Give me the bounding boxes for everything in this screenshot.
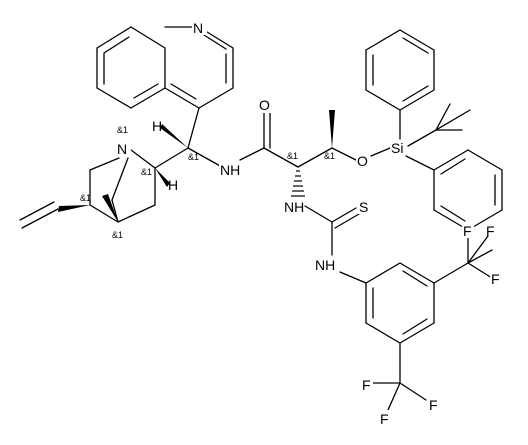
silicon-atom: Si xyxy=(390,139,408,156)
methyl-wedge xyxy=(329,110,335,148)
bridgehead-wedge xyxy=(102,194,118,222)
c4-stereo-label: &1 xyxy=(112,230,123,240)
quinoline-n1: N xyxy=(192,19,207,36)
calpha-stereo-label: &1 xyxy=(287,151,298,161)
svg-text:O: O xyxy=(259,97,270,113)
svg-text:F: F xyxy=(491,271,500,287)
c3-stereo-label: &1 xyxy=(80,193,91,203)
thiourea-nh-lower: NH xyxy=(314,256,338,273)
lower-phenyl-ring xyxy=(433,149,503,231)
svg-text:S: S xyxy=(359,199,368,215)
amide-nh: NH xyxy=(219,160,241,178)
n-stereo-label: &1 xyxy=(117,125,128,135)
vinyl-group xyxy=(19,201,90,229)
calpha-hash-bond xyxy=(291,170,305,197)
svg-text:F: F xyxy=(463,223,472,239)
quinuclidine-n: N xyxy=(116,140,131,157)
svg-text:NH: NH xyxy=(284,199,304,215)
carbonyl-oxygen: O xyxy=(258,97,272,113)
svg-text:NH: NH xyxy=(220,162,240,178)
cf3-group-upper: F F F xyxy=(462,222,502,287)
ether-oxygen: O xyxy=(356,153,370,169)
svg-text:N: N xyxy=(117,141,127,157)
svg-text:F: F xyxy=(362,377,371,393)
cf3-group-lower: F F F xyxy=(361,376,440,427)
c8-hydrogen: H xyxy=(168,177,178,193)
c8-stereo-label: &1 xyxy=(141,167,152,177)
upper-phenyl-ring xyxy=(365,29,435,111)
quinoline-ring xyxy=(96,26,234,109)
svg-text:O: O xyxy=(357,153,368,169)
bis-cf3-phenyl-ring xyxy=(365,262,435,344)
thiocarbonyl-sulfur: S xyxy=(358,198,370,215)
thiourea-nh-upper: NH xyxy=(283,198,305,215)
c9-stereo-label: &1 xyxy=(188,152,199,162)
c8-h-wedge xyxy=(155,168,170,187)
svg-text:F: F xyxy=(486,223,495,239)
svg-text:F: F xyxy=(380,411,389,427)
svg-text:F: F xyxy=(429,397,438,413)
cbeta-stereo-label: &1 xyxy=(324,151,335,161)
quinuclidine-cage xyxy=(89,149,156,223)
tert-butyl-group xyxy=(435,103,471,131)
svg-text:NH: NH xyxy=(315,257,335,273)
c9-hydrogen: H xyxy=(152,118,162,134)
svg-text:N: N xyxy=(193,20,203,36)
c9-h-wedge xyxy=(160,124,188,148)
svg-text:Si: Si xyxy=(391,140,403,156)
